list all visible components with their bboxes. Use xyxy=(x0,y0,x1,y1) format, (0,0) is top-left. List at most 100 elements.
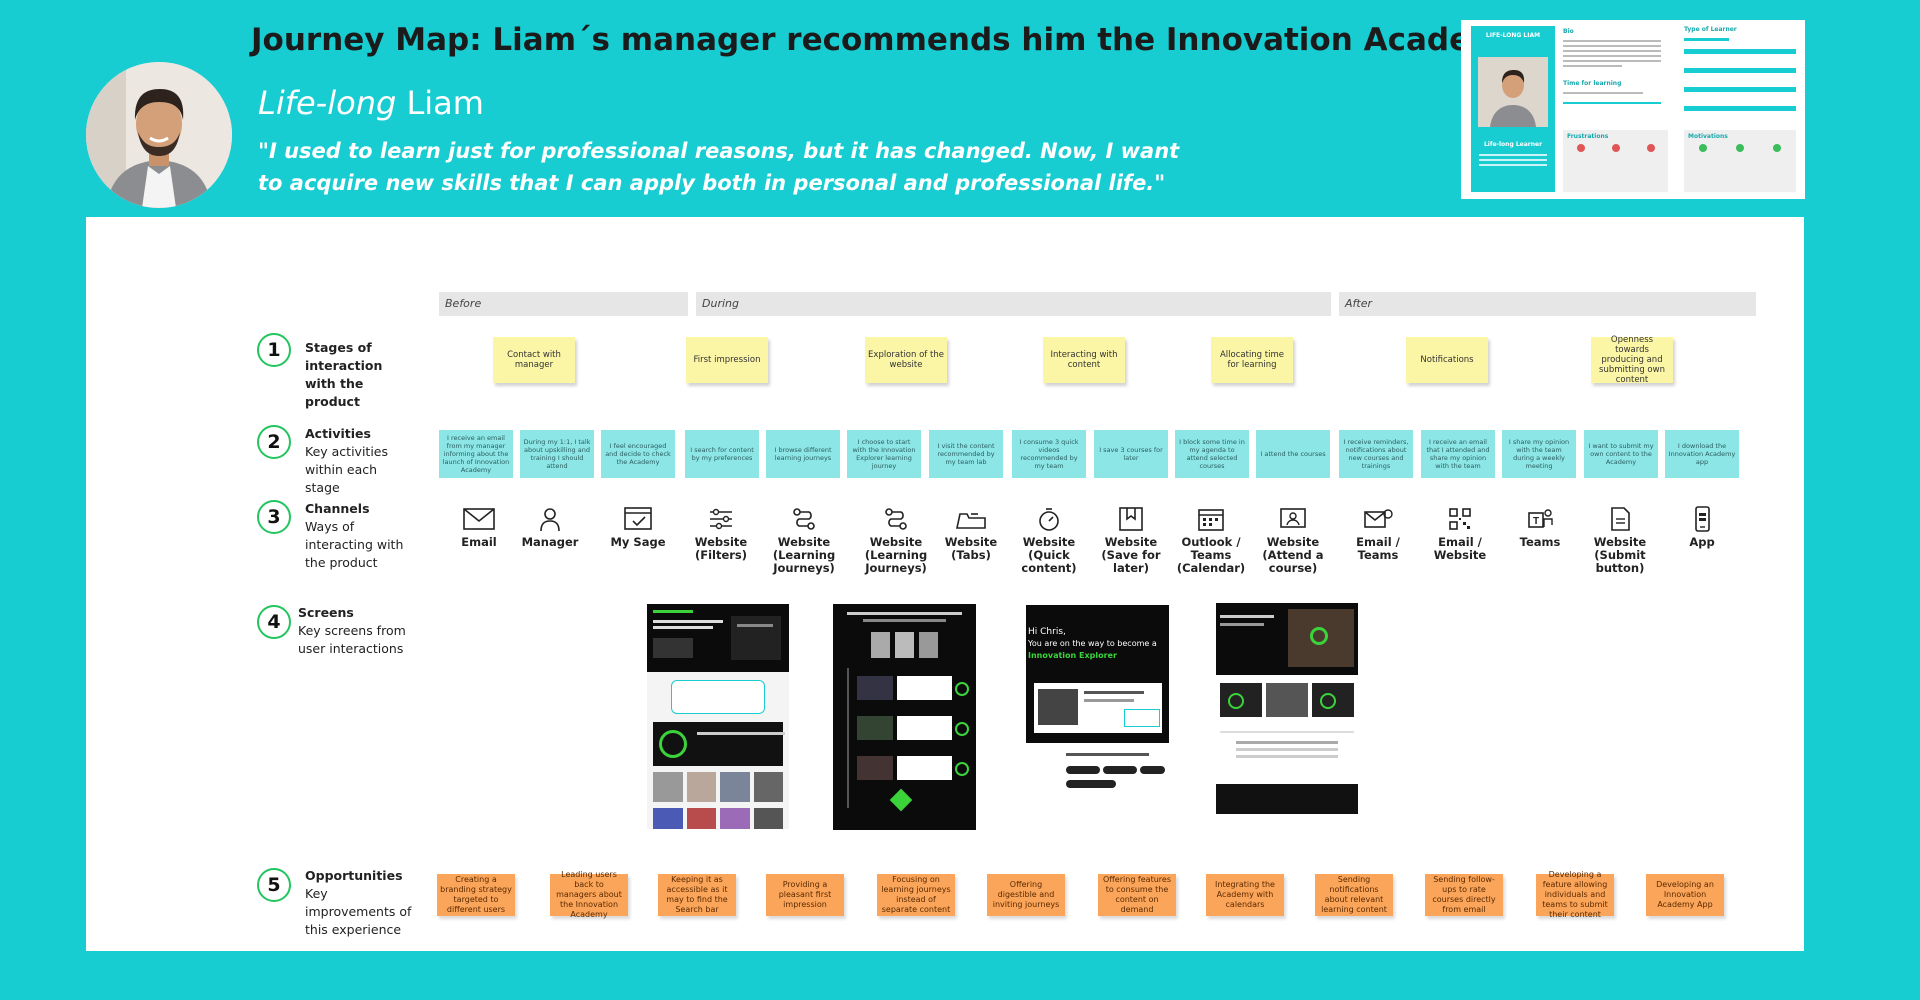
activity-card: I browse different learning journeys xyxy=(766,430,840,478)
channel-item: Email xyxy=(443,506,515,549)
opportunity-note: Creating a branding strategy targeted to… xyxy=(437,874,515,916)
persona-card-type-label: Type of Learner xyxy=(1684,26,1737,33)
channel-label: Website (Quick content) xyxy=(1021,535,1077,575)
channel-item: Email / Teams xyxy=(1342,506,1414,562)
route-icon xyxy=(885,508,907,530)
row-label-activities: Activities Key activities within each st… xyxy=(305,425,415,497)
screen-thumbnail xyxy=(833,604,976,830)
qr-icon xyxy=(1449,508,1471,530)
row-description: Key screens from user interactions xyxy=(298,623,406,656)
step-number-4: 4 xyxy=(257,605,291,639)
row-heading: Stages of xyxy=(305,340,372,355)
persona-card-subtitle: Life-long Learner xyxy=(1483,141,1543,148)
channel-label: Teams xyxy=(1519,535,1561,549)
person-icon xyxy=(540,508,560,532)
persona-photo xyxy=(86,62,232,208)
row-label-stages: Stages of interaction with the product xyxy=(305,339,415,411)
bookmark-icon xyxy=(1119,507,1143,531)
channel-item: Email / Website xyxy=(1424,506,1496,562)
channel-item: My Sage xyxy=(602,506,674,549)
channel-item: Website (Learning Journeys) xyxy=(768,506,840,575)
channel-item: Website (Filters) xyxy=(685,506,757,562)
channel-label: Website (Save for later) xyxy=(1101,535,1161,575)
channel-label: Outlook / Teams (Calendar) xyxy=(1176,535,1246,575)
phase-after: After xyxy=(1339,292,1756,316)
screen-greeting: Hi Chris, xyxy=(1028,627,1066,637)
row-description: Key activities within each stage xyxy=(305,444,388,495)
row-label-opportunities: Opportunities Key improvements of this e… xyxy=(305,867,415,939)
persona-card-thumbnail: LIFE-LONG LIAM Life-long Learner Bio Tim… xyxy=(1461,20,1805,199)
filters-icon xyxy=(710,508,732,530)
persona-italic: Life-long xyxy=(258,84,397,122)
stage-note: Exploration of the website xyxy=(865,337,947,383)
attend-icon xyxy=(1280,508,1306,528)
stage-note: Notifications xyxy=(1406,337,1488,383)
row-label-channels: Channels Ways of interacting with the pr… xyxy=(305,500,425,572)
channel-label: Website (Attend a course) xyxy=(1262,535,1324,575)
channel-item: App xyxy=(1666,506,1738,549)
tabs-icon xyxy=(956,513,986,529)
stage-note: Contact with manager xyxy=(493,337,575,383)
channel-item: Website (Quick content) xyxy=(1013,506,1085,575)
channel-item: Website (Submit button) xyxy=(1584,506,1656,575)
channel-label: Website (Learning Journeys) xyxy=(864,535,928,575)
row-heading: Opportunities xyxy=(305,868,403,883)
channel-label: Email / Website xyxy=(1433,535,1487,562)
activity-card: I receive an email from my manager infor… xyxy=(439,430,513,478)
activity-card: I consume 3 quick videos recommended by … xyxy=(1012,430,1086,478)
opportunity-note: Offering features to consume the content… xyxy=(1098,874,1176,916)
activity-card: I receive reminders, notifications about… xyxy=(1339,430,1413,478)
opportunity-note: Sending notifications about relevant lea… xyxy=(1315,874,1393,916)
persona-card-bio-lines xyxy=(1563,40,1661,67)
channel-label: Website (Filters) xyxy=(694,535,748,562)
stage-note: Interacting with content xyxy=(1043,337,1125,383)
activity-card: I save 3 courses for later xyxy=(1094,430,1168,478)
email-icon xyxy=(463,508,495,530)
row-heading: Activities xyxy=(305,426,371,441)
channel-label: Email xyxy=(461,535,497,549)
opportunity-note: Developing a feature allowing individual… xyxy=(1536,870,1614,919)
row-heading: Channels xyxy=(305,501,370,516)
channel-item: Website (Tabs) xyxy=(935,506,1007,562)
channel-item: Website (Attend a course) xyxy=(1257,506,1329,575)
persona-card-photo-art xyxy=(1490,70,1536,127)
row-description: Ways of interacting with the product xyxy=(305,519,404,570)
persona-card-motivations-label: Motivations xyxy=(1688,133,1728,140)
persona-card-time-label: Time for learning xyxy=(1563,80,1622,87)
step-number-3: 3 xyxy=(257,500,291,534)
step-number-2: 2 xyxy=(257,425,291,459)
activity-card: I feel encouraged and decide to check th… xyxy=(601,430,675,478)
channel-label: Email / Teams xyxy=(1356,535,1400,562)
persona-name: Life-long Liam xyxy=(258,84,484,122)
opportunity-note: Integrating the Academy with calendars xyxy=(1206,874,1284,916)
phone-icon xyxy=(1695,506,1710,532)
phase-before: Before xyxy=(439,292,688,316)
step-number-5: 5 xyxy=(257,868,291,902)
channel-item: Outlook / Teams (Calendar) xyxy=(1175,506,1247,575)
opportunity-note: Sending follow-ups to rate courses direc… xyxy=(1425,874,1503,916)
activity-card: I download the Innovation Academy app xyxy=(1665,430,1739,478)
row-heading: Screens xyxy=(298,605,354,620)
envelope-teams-icon xyxy=(1364,509,1393,528)
persona-card-type-bars xyxy=(1684,38,1796,111)
activity-card: During my 1:1, I talk about upskilling a… xyxy=(520,430,594,478)
step-number-1: 1 xyxy=(257,333,291,367)
activity-card: I block some time in my agenda to attend… xyxy=(1175,430,1249,478)
row-label-screens: Screens Key screens from user interactio… xyxy=(298,604,433,658)
route-icon xyxy=(793,508,815,530)
screen-thumbnail xyxy=(647,604,789,829)
channel-label: Website (Learning Journeys) xyxy=(772,535,836,575)
screen-subtitle: You are on the way to become a xyxy=(1028,639,1157,648)
stage-note: Openness towards producing and submittin… xyxy=(1591,335,1673,385)
persona-card-bio-label: Bio xyxy=(1563,28,1574,35)
page-title: Journey Map: Liam´s manager recommends h… xyxy=(251,22,1523,58)
teams-icon: T xyxy=(1528,509,1553,528)
activity-card: I receive an email that I attended and s… xyxy=(1421,430,1495,478)
activity-card: I share my opinion with the team during … xyxy=(1502,430,1576,478)
opportunity-note: Developing an Innovation Academy App xyxy=(1646,874,1724,916)
channel-item: Website (Save for later) xyxy=(1095,506,1167,575)
channel-label: Website (Tabs) xyxy=(944,535,998,562)
stage-note: Allocating time for learning xyxy=(1211,337,1293,383)
stage-note: First impression xyxy=(686,337,768,383)
opportunity-note: Offering digestible and inviting journey… xyxy=(987,874,1065,916)
